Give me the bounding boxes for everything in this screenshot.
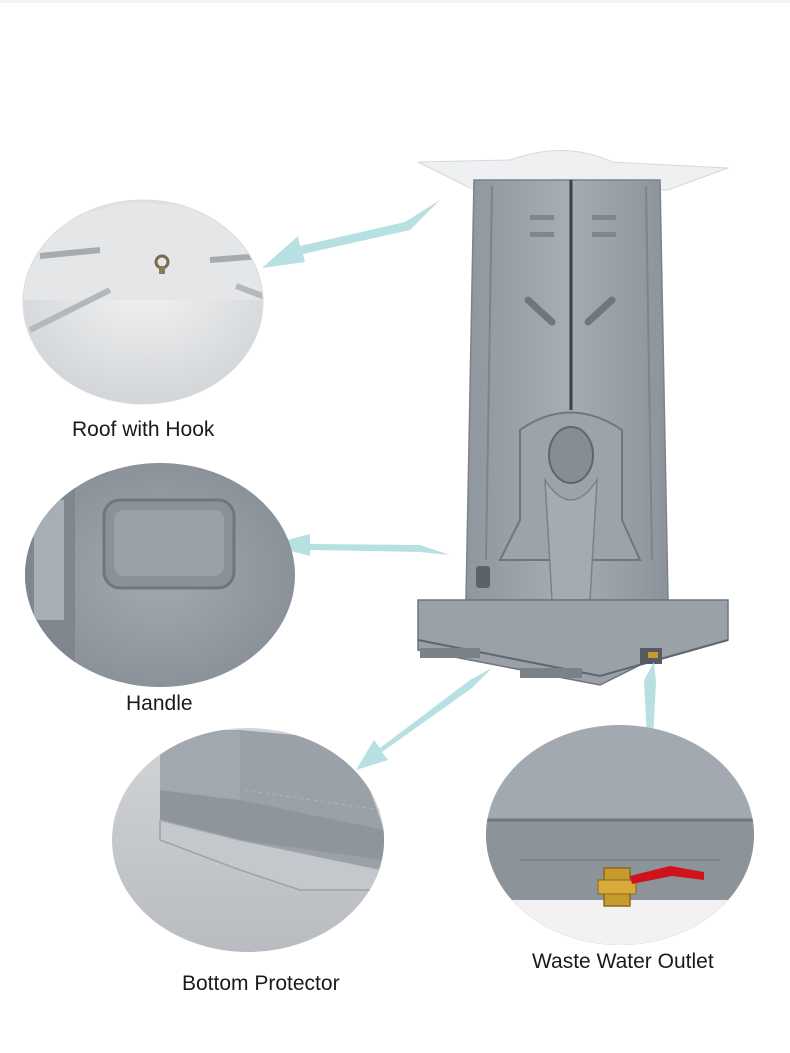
- zoom-handle: [25, 463, 295, 687]
- zoom-waste-outlet: [486, 725, 754, 945]
- label-handle: Handle: [126, 692, 193, 715]
- urinal-recess: [498, 411, 642, 561]
- arrow-roof: [262, 200, 440, 268]
- urinal-unit: [417, 149, 729, 686]
- urinal-bowl: [548, 426, 594, 484]
- arrow-waste: [638, 662, 662, 790]
- zoom-bottom-protector: [112, 728, 384, 952]
- callout-arrows: [262, 200, 662, 790]
- label-roof-with-hook: Roof with Hook: [72, 418, 215, 441]
- zoom-roof-hook: [23, 200, 263, 404]
- bottom-protector-strip: [159, 819, 384, 891]
- arrow-bottom: [356, 668, 492, 770]
- label-bottom-protector: Bottom Protector: [182, 972, 340, 995]
- arrow-handle: [268, 534, 450, 556]
- side-handle: [476, 566, 490, 588]
- label-waste-water-outlet: Waste Water Outlet: [532, 950, 714, 973]
- valve-handle: [630, 866, 704, 884]
